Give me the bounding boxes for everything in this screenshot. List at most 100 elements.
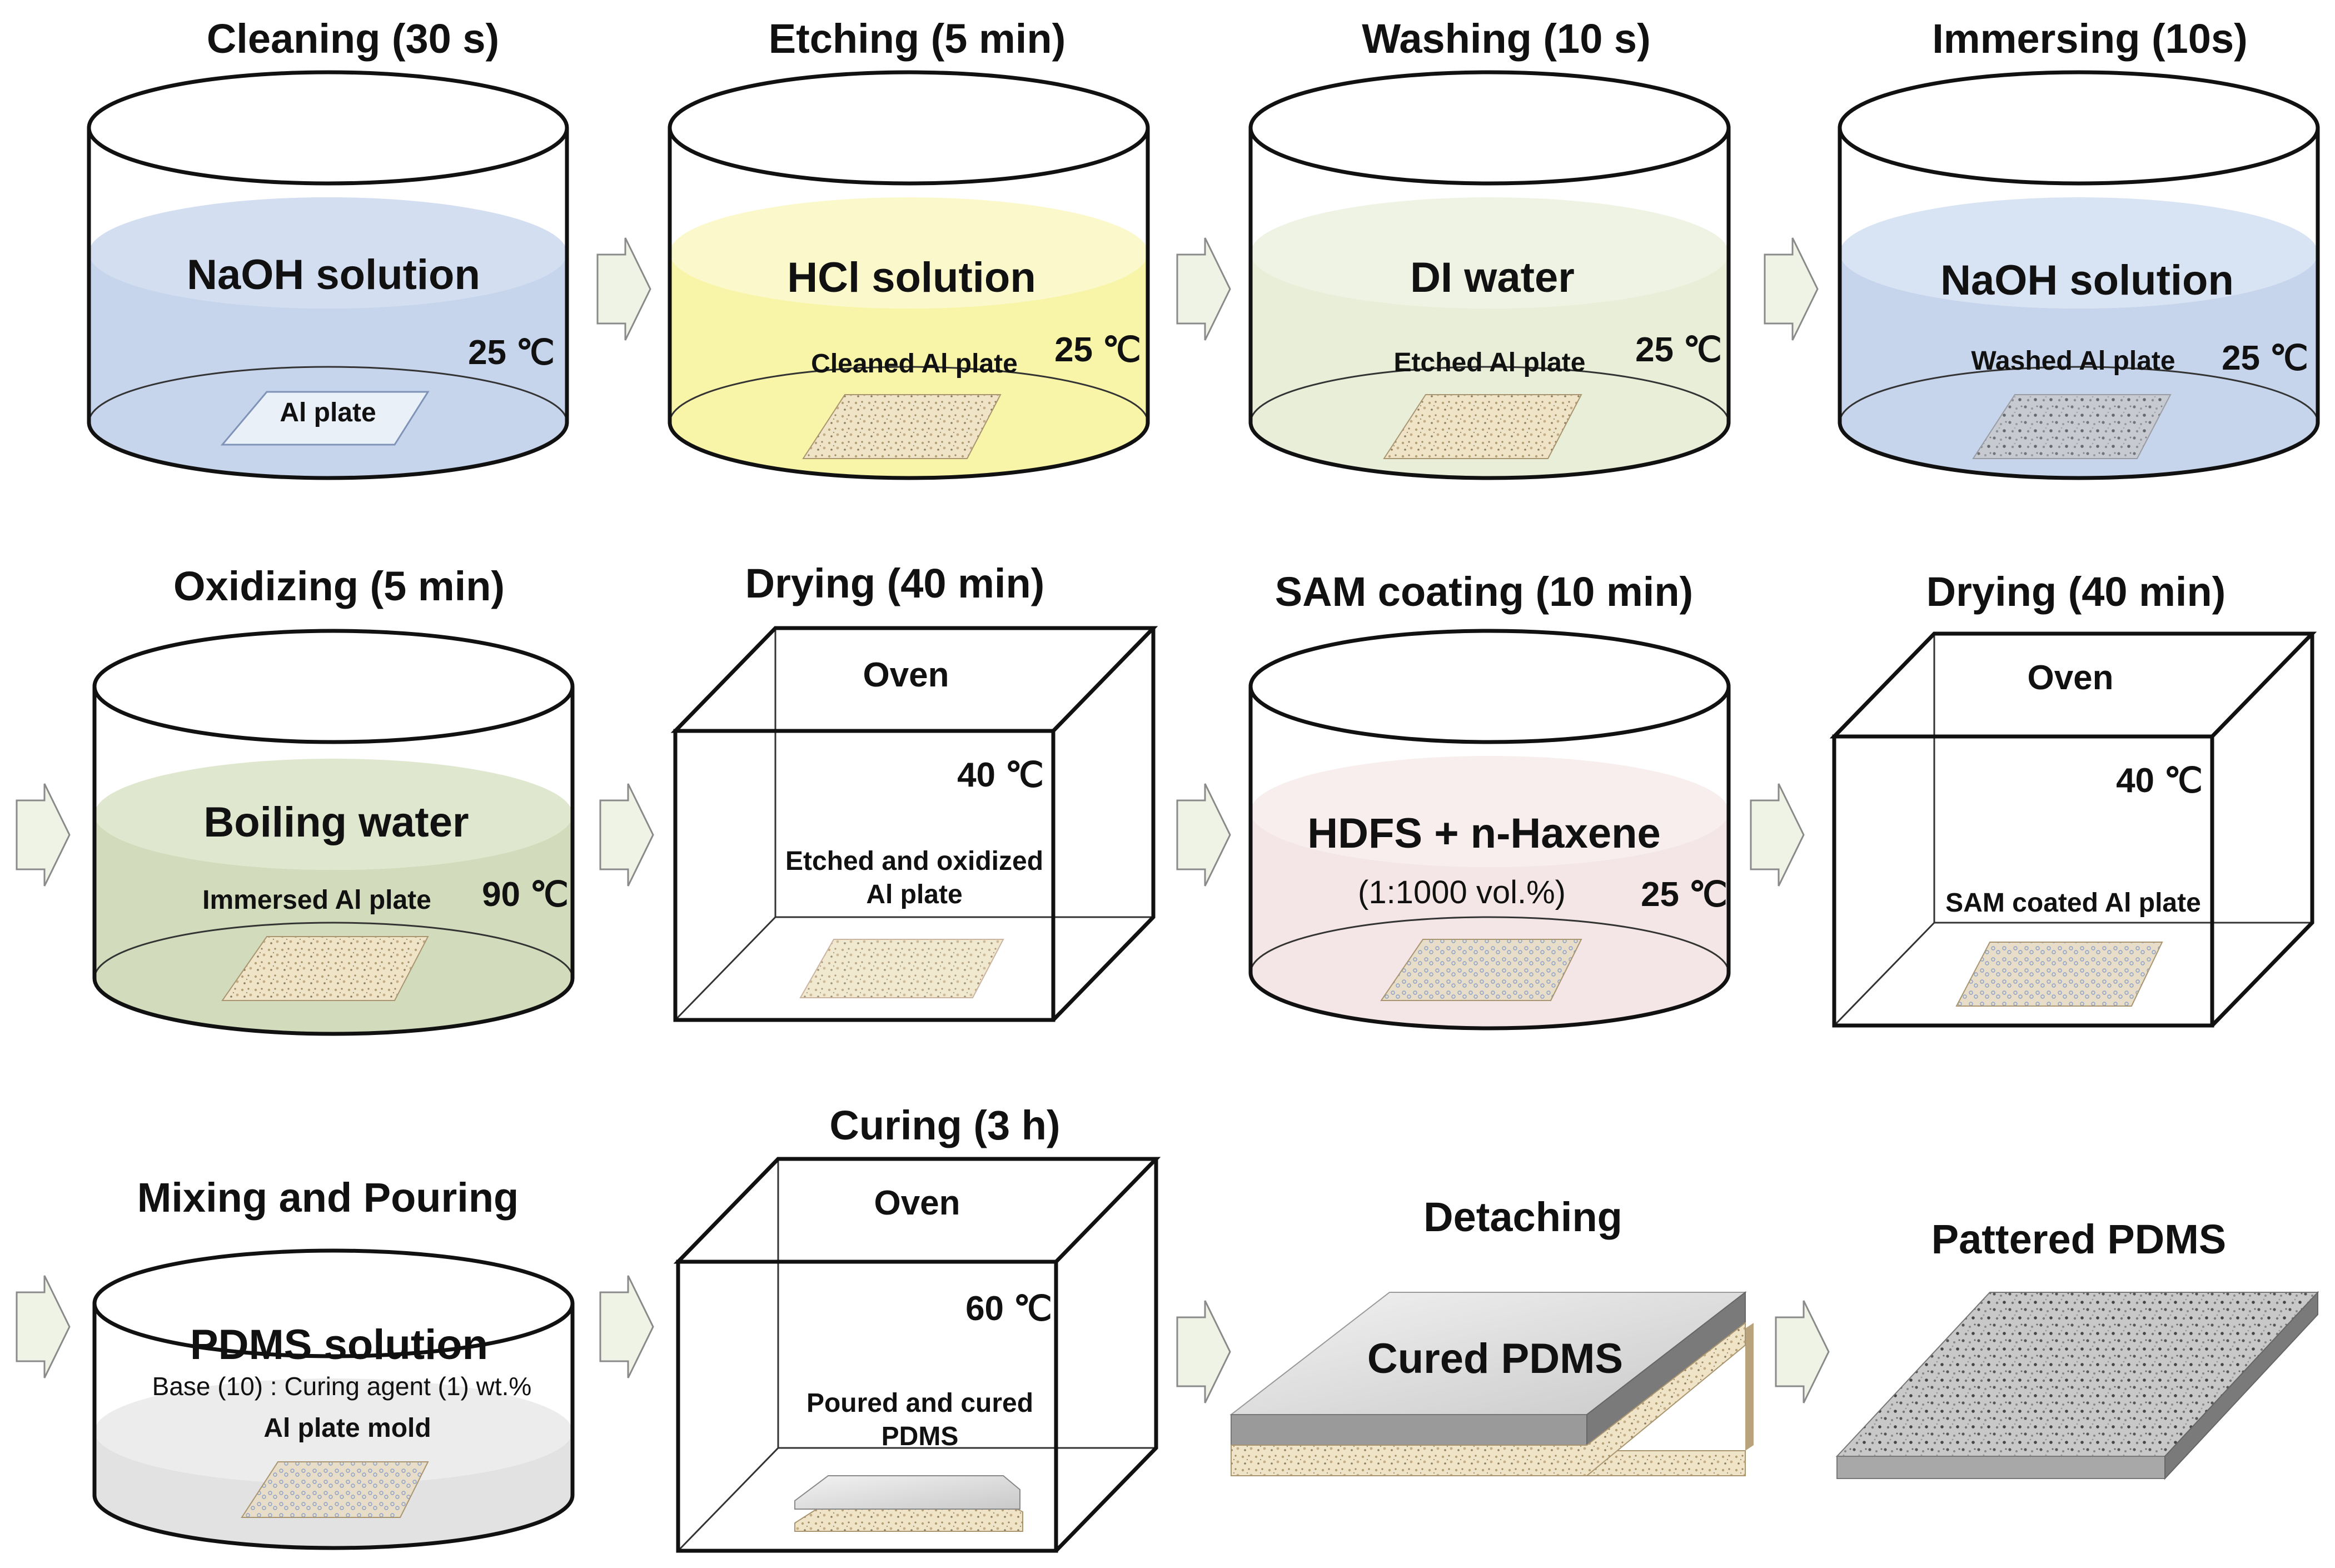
step-drying-1: Drying (40 min) Oven 40 ℃ Etched and oxi… [670, 560, 1158, 1022]
beaker-rim [1248, 70, 1731, 186]
temperature: 25 ℃ [468, 333, 555, 372]
plate-label-line1: Poured and cured [806, 1388, 1033, 1418]
step-title: Mixing and Pouring [137, 1174, 519, 1221]
step-title: Immersing (10s) [1932, 16, 2248, 62]
cured-pdms-side [1231, 1414, 1587, 1446]
temperature: 25 ℃ [1054, 331, 1141, 369]
temperature: 25 ℃ [2222, 339, 2308, 377]
liquid-surface [1251, 756, 1729, 867]
liquid-label: HCl solution [787, 254, 1036, 301]
plate-label: Immersed Al plate [202, 885, 431, 915]
step-etching: Etching (5 min) HCl solution 25 ℃ Cleane… [668, 16, 1150, 480]
liquid-label: NaOH solution [187, 251, 480, 298]
beaker-wall [1248, 128, 1731, 480]
sam-plate [1955, 942, 2163, 1007]
liquid-body [1840, 253, 2318, 478]
beaker-rim [92, 629, 575, 744]
pdms-label: Cured PDMS [1367, 1335, 1623, 1382]
step-title: Oxidizing (5 min) [173, 563, 505, 609]
liquid-label: NaOH solution [1940, 257, 2234, 304]
liquid-label: PDMS solution [190, 1321, 488, 1368]
step-title: Drying (40 min) [745, 560, 1045, 606]
liquid-label: DI water [1410, 254, 1575, 301]
liquid-body [670, 253, 1148, 478]
step-title: Drying (40 min) [1926, 569, 2226, 615]
temperature: 25 ℃ [1635, 331, 1722, 369]
beaker-wall [92, 686, 575, 1036]
plate-label-line1: Etched and oxidized [785, 847, 1043, 876]
arrow-icon [1176, 237, 1231, 341]
oxidized-plate [799, 939, 1004, 998]
step-title: Curing (3 h) [829, 1102, 1060, 1148]
liquid-body [1251, 253, 1729, 478]
plate-label: Etched Al plate [1394, 348, 1586, 377]
beaker-wall [92, 1303, 575, 1550]
step-title: Cleaning (30 s) [207, 16, 499, 62]
liquid-surface [670, 197, 1148, 308]
ratio-label: (1:1000 vol.%) [1358, 874, 1566, 910]
arrow-icon [1176, 783, 1231, 887]
plate-label: Cleaned Al plate [811, 349, 1018, 379]
step-mixing-pouring: Mixing and Pouring PDMS solution Base (1… [92, 1174, 575, 1550]
step-cleaning: Cleaning (30 s) NaOH solution 25 ℃ Al pl… [87, 16, 569, 480]
step-curing: Curing (3 h) Oven 60 ℃ Poured and cured … [673, 1102, 1161, 1553]
step-patterned-pdms: Pattered PDMS [1835, 1216, 2319, 1480]
liquid-surface [1251, 197, 1729, 308]
step-title: Pattered PDMS [1931, 1216, 2226, 1262]
step-title: Etching (5 min) [769, 16, 1066, 62]
plate-label-line2: PDMS [882, 1422, 959, 1451]
plate-label: Al plate [280, 398, 376, 427]
step-title: Washing (10 s) [1362, 16, 1650, 62]
step-title: SAM coating (10 min) [1275, 569, 1693, 615]
ratio-label: Base (10) : Curing agent (1) wt.% [152, 1372, 532, 1401]
beaker-wall [1248, 686, 1731, 1031]
beaker-wall [87, 128, 569, 480]
plate-label: Al plate mold [263, 1413, 431, 1443]
liquid-surface [94, 759, 572, 870]
arrow-icon [1764, 237, 1819, 341]
step-immersing: Immersing (10s) NaOH solution 25 ℃ Washe… [1838, 16, 2320, 480]
washed-plate [1972, 394, 2172, 459]
arrow-icon [16, 783, 71, 887]
arrow-icon [1176, 1300, 1231, 1403]
step-oxidizing: Oxidizing (5 min) Boiling water Immersed… [92, 563, 575, 1036]
step-washing: Washing (10 s) DI water 25 ℃ Etched Al p… [1248, 16, 1731, 480]
beaker-wall [1838, 128, 2320, 480]
liquid-body [89, 253, 567, 478]
mold-plate [241, 1461, 429, 1518]
beaker-rim [1248, 629, 1731, 744]
plate-label-line2: Al plate [866, 880, 962, 909]
arrow-icon [599, 783, 654, 887]
beaker-wall [668, 128, 1150, 480]
temperature: 60 ℃ [965, 1290, 1052, 1328]
arrow-icon [1775, 1300, 1830, 1403]
immersed-plate [221, 936, 429, 1001]
arrow-icon [599, 1275, 654, 1378]
arrow-icon [596, 237, 651, 341]
etched-plate [802, 394, 1002, 459]
oven-label: Oven [2027, 659, 2113, 697]
beaker-rim [668, 70, 1150, 186]
plate-label: Washed Al plate [1971, 346, 2175, 376]
liquid-label: HDFS + n-Haxene [1307, 810, 1661, 857]
step-drying-2: Drying (40 min) Oven 40 ℃ SAM coated Al … [1829, 569, 2317, 1028]
oven-box [1832, 734, 2214, 1028]
pdms-side [1836, 1456, 2165, 1479]
liquid-surface [1840, 197, 2318, 308]
al-plate [220, 391, 430, 446]
oven-box [673, 729, 1056, 1022]
beaker-rim [1838, 70, 2320, 186]
step-title: Detaching [1423, 1194, 1622, 1240]
oven-label: Oven [874, 1184, 960, 1222]
sam-plate [1380, 939, 1582, 1001]
oven-box [676, 1260, 1058, 1553]
step-sam-coating: SAM coating (10 min) HDFS + n-Haxene (1:… [1248, 569, 1731, 1031]
pdms-layer [794, 1475, 1020, 1510]
etched-plate [1383, 394, 1582, 459]
arrow-icon [1750, 783, 1805, 887]
temperature: 40 ℃ [957, 756, 1044, 794]
arrow-icon [16, 1275, 71, 1378]
liquid-body [94, 814, 572, 1034]
oven-label: Oven [863, 656, 949, 694]
